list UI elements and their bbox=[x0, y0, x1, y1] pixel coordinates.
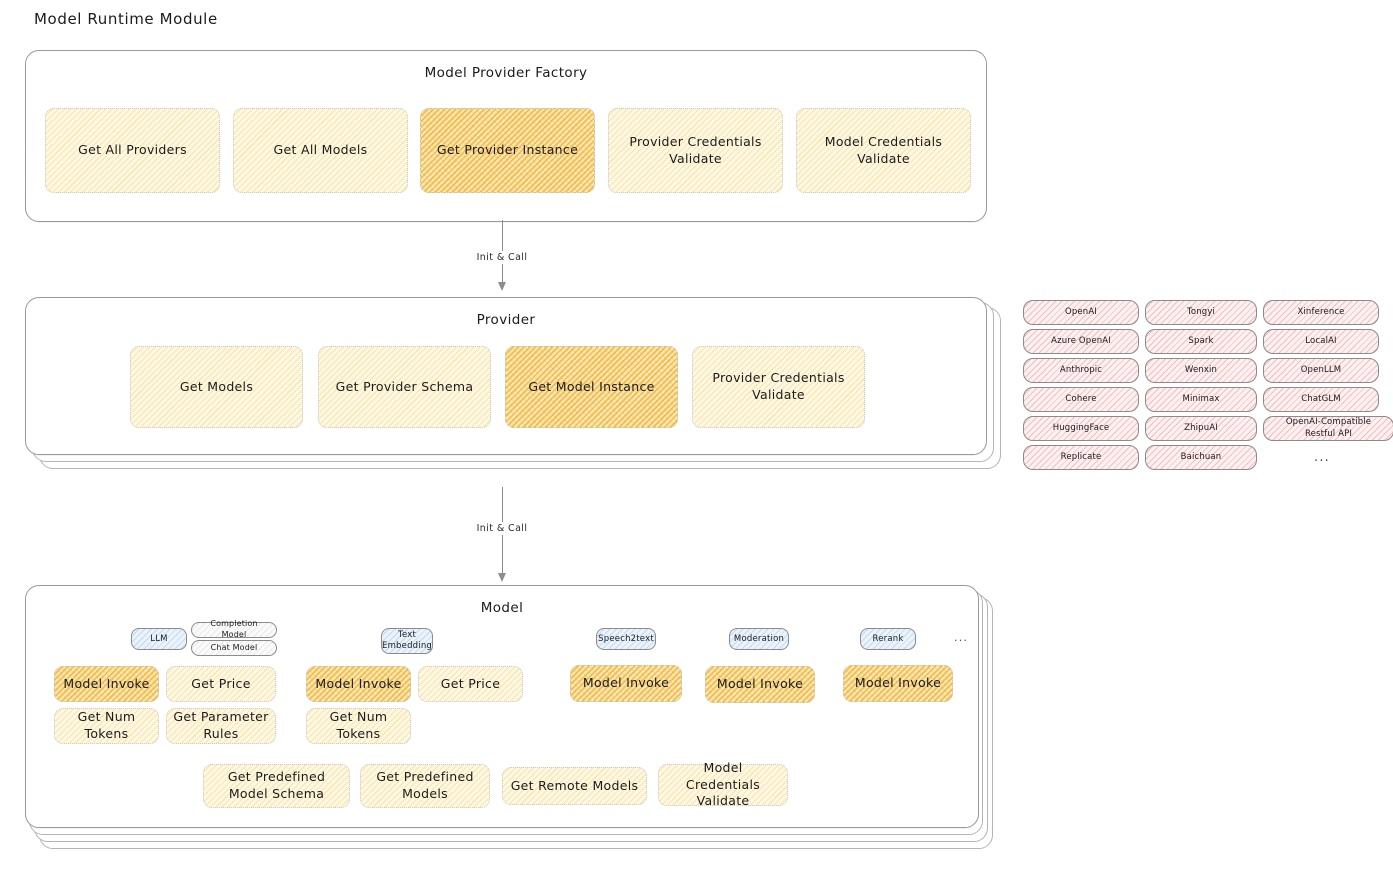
model-method-speech2text-model-invoke[interactable]: Model Invoke bbox=[570, 665, 682, 702]
model-common-get-predefined-models[interactable]: Get Predefined Models bbox=[360, 764, 490, 808]
provider-chip-azure-openai[interactable]: Azure OpenAI bbox=[1023, 329, 1139, 354]
provider-chip-xinference[interactable]: Xinference bbox=[1263, 300, 1379, 325]
model-type-chip-speech2text[interactable]: Speech2text bbox=[596, 628, 656, 650]
provider-chip-anthropic[interactable]: Anthropic bbox=[1023, 358, 1139, 383]
model-method-llm-get-num-tokens[interactable]: Get Num Tokens bbox=[54, 708, 159, 744]
provider-chip-replicate[interactable]: Replicate bbox=[1023, 445, 1139, 470]
provider-title: Provider bbox=[476, 312, 536, 328]
provider-chip-wenxin[interactable]: Wenxin bbox=[1145, 358, 1257, 383]
model-method-llm-get-parameter-rules[interactable]: Get Parameter Rules bbox=[166, 708, 276, 744]
model-method-embedding-model-invoke[interactable]: Model Invoke bbox=[306, 666, 411, 702]
model-subchip-chat-model[interactable]: Chat Model bbox=[191, 640, 277, 656]
factory-item-get-all-providers[interactable]: Get All Providers bbox=[45, 108, 220, 193]
provider-item-get-model-instance[interactable]: Get Model Instance bbox=[505, 346, 678, 428]
model-method-llm-model-invoke[interactable]: Model Invoke bbox=[54, 666, 159, 702]
provider-item-get-models[interactable]: Get Models bbox=[130, 346, 303, 428]
model-method-embedding-get-num-tokens[interactable]: Get Num Tokens bbox=[306, 708, 411, 744]
provider-chip-minimax[interactable]: Minimax bbox=[1145, 387, 1257, 412]
model-type-chip-text-embedding[interactable]: Text Embedding bbox=[381, 628, 433, 654]
model-method-llm-get-price[interactable]: Get Price bbox=[166, 666, 276, 702]
arrow-provider-to-model: Init & Call bbox=[472, 487, 532, 582]
provider-item-get-provider-schema[interactable]: Get Provider Schema bbox=[318, 346, 491, 428]
model-type-chip-llm[interactable]: LLM bbox=[131, 628, 187, 650]
provider-chip-localai[interactable]: LocalAI bbox=[1263, 329, 1379, 354]
factory-item-provider-credentials-validate[interactable]: Provider Credentials Validate bbox=[608, 108, 783, 193]
model-common-model-credentials-validate[interactable]: Model Credentials Validate bbox=[658, 760, 788, 808]
provider-chip-spark[interactable]: Spark bbox=[1145, 329, 1257, 354]
page-title: Model Runtime Module bbox=[34, 10, 218, 28]
provider-chip-tongyi[interactable]: Tongyi bbox=[1145, 300, 1257, 325]
provider-container: Provider Get Models Get Provider Schema … bbox=[25, 297, 987, 455]
factory-item-get-provider-instance[interactable]: Get Provider Instance bbox=[420, 108, 595, 193]
provider-chip-openai[interactable]: OpenAI bbox=[1023, 300, 1139, 325]
model-type-chip-rerank[interactable]: Rerank bbox=[860, 628, 916, 650]
factory-item-model-credentials-validate[interactable]: Model Credentials Validate bbox=[796, 108, 971, 193]
model-method-embedding-get-price[interactable]: Get Price bbox=[418, 666, 523, 702]
provider-chip-chatglm[interactable]: ChatGLM bbox=[1263, 387, 1379, 412]
model-common-get-remote-models[interactable]: Get Remote Models bbox=[502, 767, 647, 805]
provider-chip-huggingface[interactable]: HuggingFace bbox=[1023, 416, 1139, 441]
model-type-chip-moderation[interactable]: Moderation bbox=[729, 628, 789, 650]
model-method-moderation-model-invoke[interactable]: Model Invoke bbox=[705, 666, 815, 703]
model-common-get-predefined-model-schema[interactable]: Get Predefined Model Schema bbox=[203, 764, 350, 808]
arrow-head-icon bbox=[497, 573, 506, 582]
model-container: Model LLM Completion Model Chat Model Mo… bbox=[25, 585, 979, 828]
provider-chip-baichuan[interactable]: Baichuan bbox=[1145, 445, 1257, 470]
arrow-label: Init & Call bbox=[472, 522, 532, 535]
arrow-factory-to-provider: Init & Call bbox=[472, 220, 532, 292]
model-groups-more: ... bbox=[954, 631, 969, 644]
model-subchip-completion-model[interactable]: Completion Model bbox=[191, 619, 277, 639]
factory-item-get-all-models[interactable]: Get All Models bbox=[233, 108, 408, 193]
provider-chip-openllm[interactable]: OpenLLM bbox=[1263, 358, 1379, 383]
arrow-head-icon bbox=[497, 282, 506, 291]
provider-list-more: ... bbox=[1314, 450, 1330, 465]
arrow-label: Init & Call bbox=[472, 251, 532, 264]
provider-chip-openai-compatible-restful-api[interactable]: OpenAI-Compatible Restful API bbox=[1263, 416, 1393, 441]
provider-item-provider-credentials-validate[interactable]: Provider Credentials Validate bbox=[692, 346, 865, 428]
model-title: Model bbox=[480, 600, 524, 616]
model-provider-factory-container: Model Provider Factory Get All Providers… bbox=[25, 50, 987, 222]
model-method-rerank-model-invoke[interactable]: Model Invoke bbox=[843, 665, 953, 702]
provider-chip-cohere[interactable]: Cohere bbox=[1023, 387, 1139, 412]
provider-chip-zhipuai[interactable]: ZhipuAI bbox=[1145, 416, 1257, 441]
factory-title: Model Provider Factory bbox=[424, 65, 588, 81]
